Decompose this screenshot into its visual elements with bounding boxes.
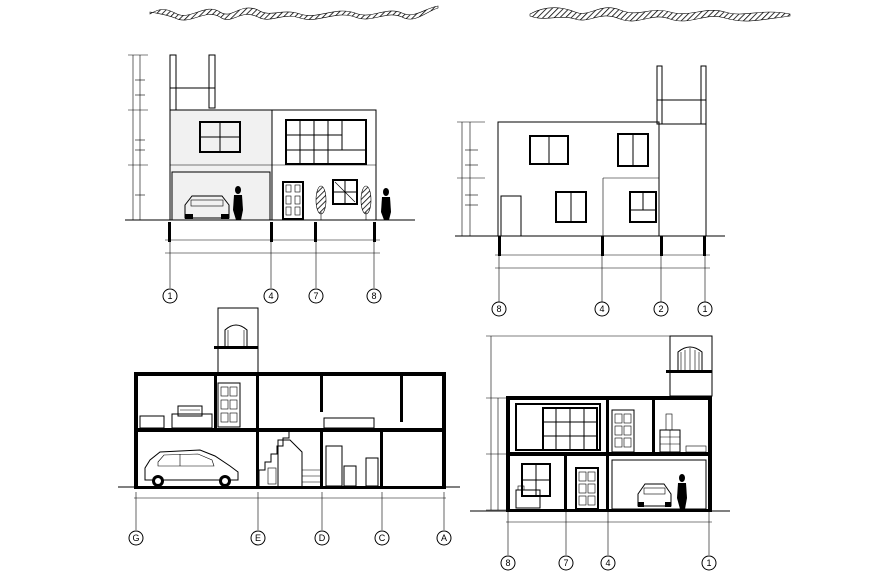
longitudinal-section-axis-markers: G E D C A — [128, 530, 452, 546]
axis-label-front-8: 8 — [371, 291, 376, 301]
axis-label-section-g: G — [132, 533, 139, 543]
rear-elevation-axis-markers: 8 4 2 1 — [491, 301, 713, 317]
title-scribble-right — [529, 7, 791, 22]
front-elevation — [125, 54, 415, 288]
axis-label-cross-1: 1 — [706, 558, 711, 568]
axis-label-rear-1: 1 — [702, 304, 707, 314]
axis-label-rear-4: 4 — [599, 304, 604, 314]
cross-section — [470, 335, 730, 555]
axis-label-section-c: C — [379, 533, 386, 543]
longitudinal-section — [118, 307, 460, 530]
axis-label-cross-4: 4 — [605, 558, 610, 568]
axis-label-section-d: D — [319, 533, 326, 543]
axis-label-rear-8: 8 — [496, 304, 501, 314]
axis-label-cross-7: 7 — [563, 558, 568, 568]
cross-section-axis-markers: 8 7 4 1 — [500, 555, 717, 571]
front-elevation-axis-markers: 1 4 7 8 — [162, 288, 382, 304]
axis-label-section-a: A — [441, 533, 447, 543]
axis-label-front-4: 4 — [268, 291, 273, 301]
axis-label-front-1: 1 — [167, 291, 172, 301]
axis-label-rear-2: 2 — [658, 304, 663, 314]
rear-elevation — [455, 65, 725, 302]
axis-label-cross-8: 8 — [505, 558, 510, 568]
axis-label-front-7: 7 — [313, 291, 318, 301]
title-scribble-left — [149, 5, 439, 21]
axis-label-section-e: E — [255, 533, 261, 543]
